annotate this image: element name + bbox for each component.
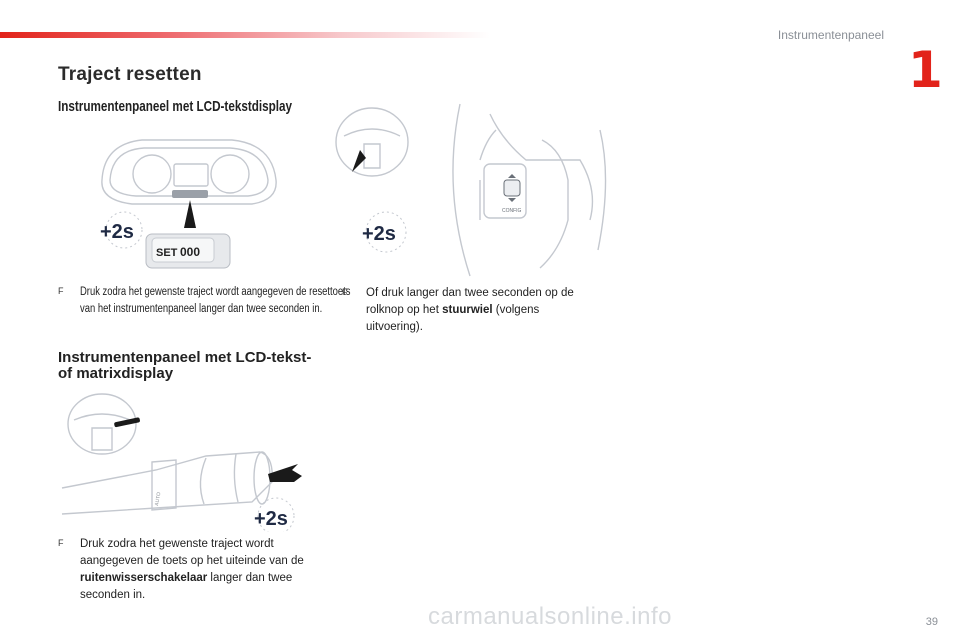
steering-wheel-illustration: CONFIG +2s bbox=[335, 103, 607, 277]
timer-badge: +2s bbox=[362, 211, 407, 253]
plus-2s-label: +2s bbox=[254, 508, 288, 530]
section-label: Instrumentenpaneel bbox=[777, 28, 884, 42]
instruction-c: Druk zodra het gewenste traject wordt aa… bbox=[80, 538, 304, 601]
timer-badge: +2s bbox=[100, 211, 143, 249]
set-digits: 000 bbox=[180, 245, 200, 259]
watermark: carmanualsonline.info bbox=[428, 603, 672, 630]
instruction-b-emphasis: stuurwiel bbox=[442, 304, 493, 316]
instruction-c-emphasis: ruitenwisserschakelaar bbox=[80, 572, 208, 584]
plus-2s-label: +2s bbox=[100, 221, 134, 243]
page-number: 39 bbox=[925, 616, 938, 628]
config-label: CONFIG bbox=[502, 208, 522, 214]
page-title: Traject resetten bbox=[58, 64, 202, 85]
plus-2s-label: +2s bbox=[362, 223, 396, 245]
set-label: SET bbox=[156, 247, 178, 259]
timer-badge: +2s bbox=[254, 497, 295, 532]
section1-subtitle: Instrumentenpaneel met LCD-tekstdisplay bbox=[58, 98, 293, 115]
instruction-b: Of druk langer dan twee seconden op de r… bbox=[366, 287, 574, 333]
chapter-number: 1 bbox=[908, 41, 943, 99]
instruction-a: Druk zodra het gewenste traject wordt aa… bbox=[80, 286, 351, 315]
auto-label: AUTO bbox=[154, 492, 162, 507]
header-accent-bar bbox=[0, 32, 490, 38]
set-button: SET 000 bbox=[145, 233, 231, 269]
wiper-stalk-illustration: AUTO +2s bbox=[61, 393, 302, 532]
section3-subtitle: Instrumentenpaneel met LCD-tekst- of mat… bbox=[58, 349, 312, 382]
cluster-reset-illustration: +2s SET 000 bbox=[100, 139, 277, 269]
